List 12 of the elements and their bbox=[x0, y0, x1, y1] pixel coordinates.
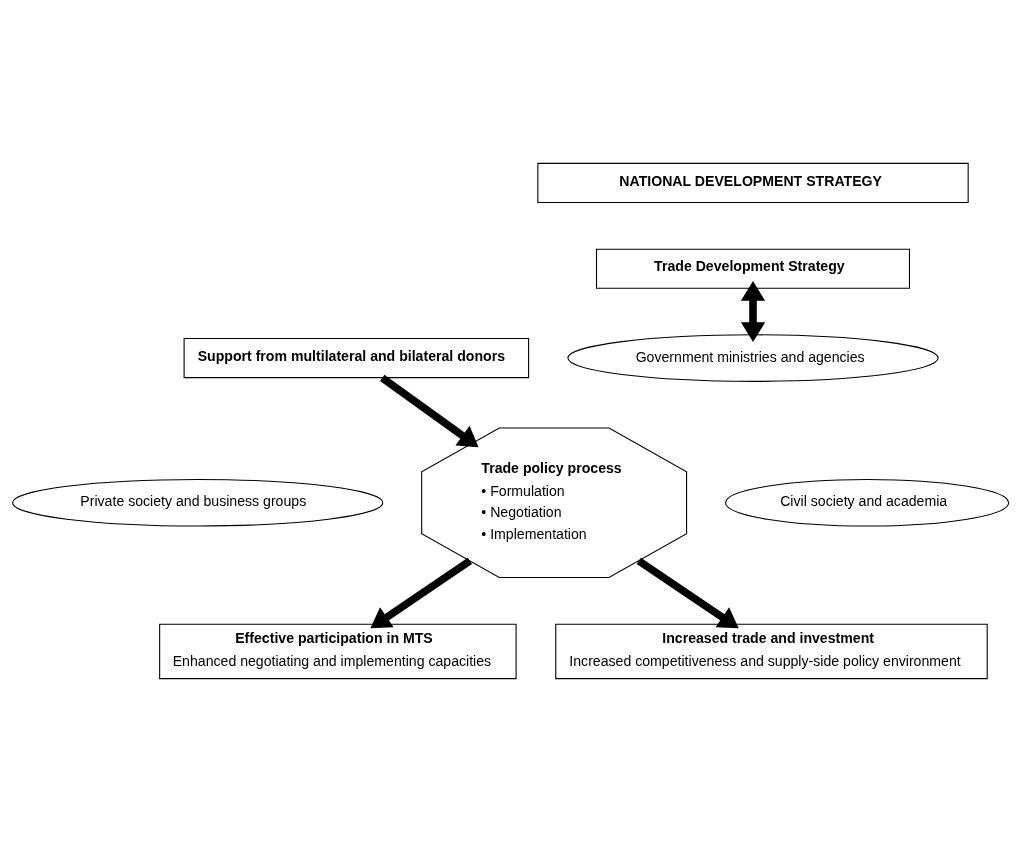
node-box: Effective participation in MTS Enhanced negotiating and implementing capacities bbox=[159, 623, 517, 680]
arrow bbox=[636, 557, 739, 629]
node-box: Trade Development Strategy bbox=[595, 248, 911, 289]
arrow bbox=[370, 557, 473, 629]
node-box: Increased trade and investment Increased competitiveness and supply-side policy environment bbox=[555, 623, 988, 680]
arrow bbox=[740, 281, 766, 343]
node-ellipse: Government ministries and agencies bbox=[567, 334, 939, 382]
arrow bbox=[380, 374, 479, 448]
node-ellipse: Private society and business groups bbox=[12, 478, 384, 527]
node-box: NATIONAL DEVELOPMENT STRATEGY bbox=[537, 162, 969, 203]
node-ellipse: Civil society and academia bbox=[725, 478, 1010, 527]
node-box: Support from multilateral and bilateral donors bbox=[183, 338, 530, 379]
